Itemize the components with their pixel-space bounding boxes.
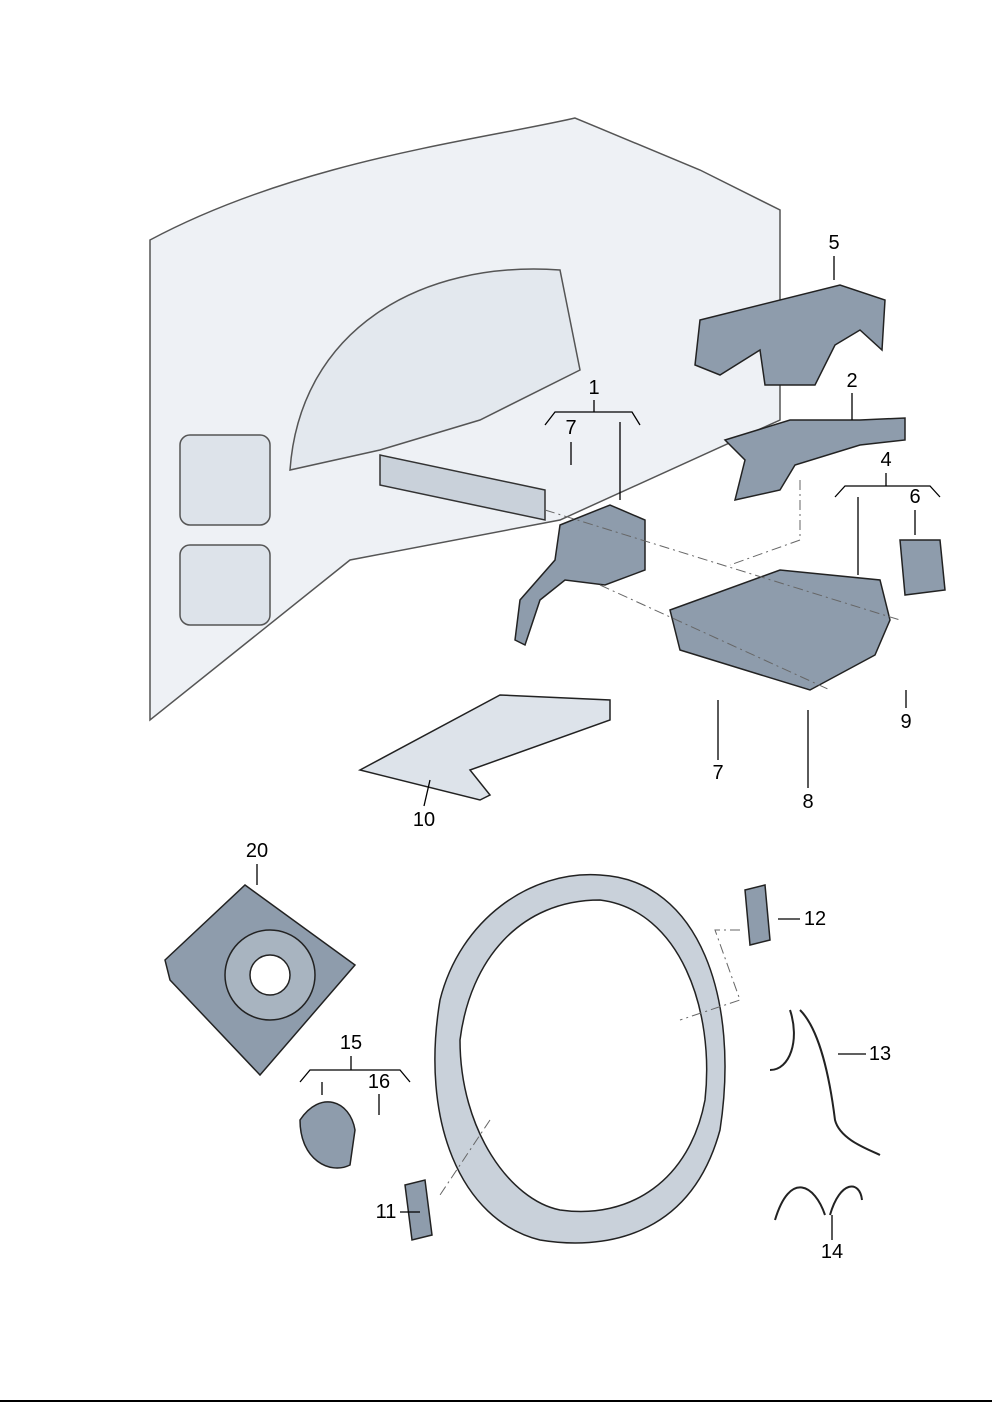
part-12-button bbox=[744, 884, 771, 946]
callout-10: 10 bbox=[412, 809, 436, 831]
part-4-housing bbox=[669, 569, 891, 691]
steering-column bbox=[379, 454, 546, 521]
callout-15: 15 bbox=[339, 1032, 363, 1054]
wires bbox=[769, 1009, 881, 1221]
dashboard-outline bbox=[149, 117, 781, 722]
callout-11: 11 bbox=[375, 1201, 397, 1223]
part-2-wiper-switch bbox=[723, 417, 906, 501]
steering-wheel bbox=[434, 873, 726, 1244]
callout-20: 20 bbox=[245, 840, 269, 862]
part-5-cover bbox=[694, 284, 886, 386]
callout-16: 16 bbox=[367, 1071, 391, 1093]
callout-7-lower: 7 bbox=[712, 762, 724, 784]
part-10-bracket bbox=[357, 694, 611, 801]
parts bbox=[164, 284, 946, 1244]
part-15-cover bbox=[299, 1101, 356, 1169]
callout-9: 9 bbox=[900, 711, 912, 733]
callout-6: 6 bbox=[909, 486, 921, 508]
callout-1: 1 bbox=[588, 377, 600, 399]
callout-2: 2 bbox=[846, 370, 858, 392]
leader-lines bbox=[256, 256, 941, 1240]
part-6-ring bbox=[899, 539, 946, 596]
callout-4: 4 bbox=[880, 449, 892, 471]
callout-8: 8 bbox=[802, 791, 814, 813]
callout-7: 7 bbox=[565, 417, 577, 439]
callout-14: 14 bbox=[820, 1241, 844, 1263]
part-11-button bbox=[404, 1179, 433, 1241]
callout-12: 12 bbox=[803, 908, 827, 930]
callout-13: 13 bbox=[868, 1043, 892, 1065]
part-1-switch bbox=[514, 504, 646, 647]
dash-lines bbox=[439, 480, 901, 1196]
callout-5: 5 bbox=[828, 232, 840, 254]
